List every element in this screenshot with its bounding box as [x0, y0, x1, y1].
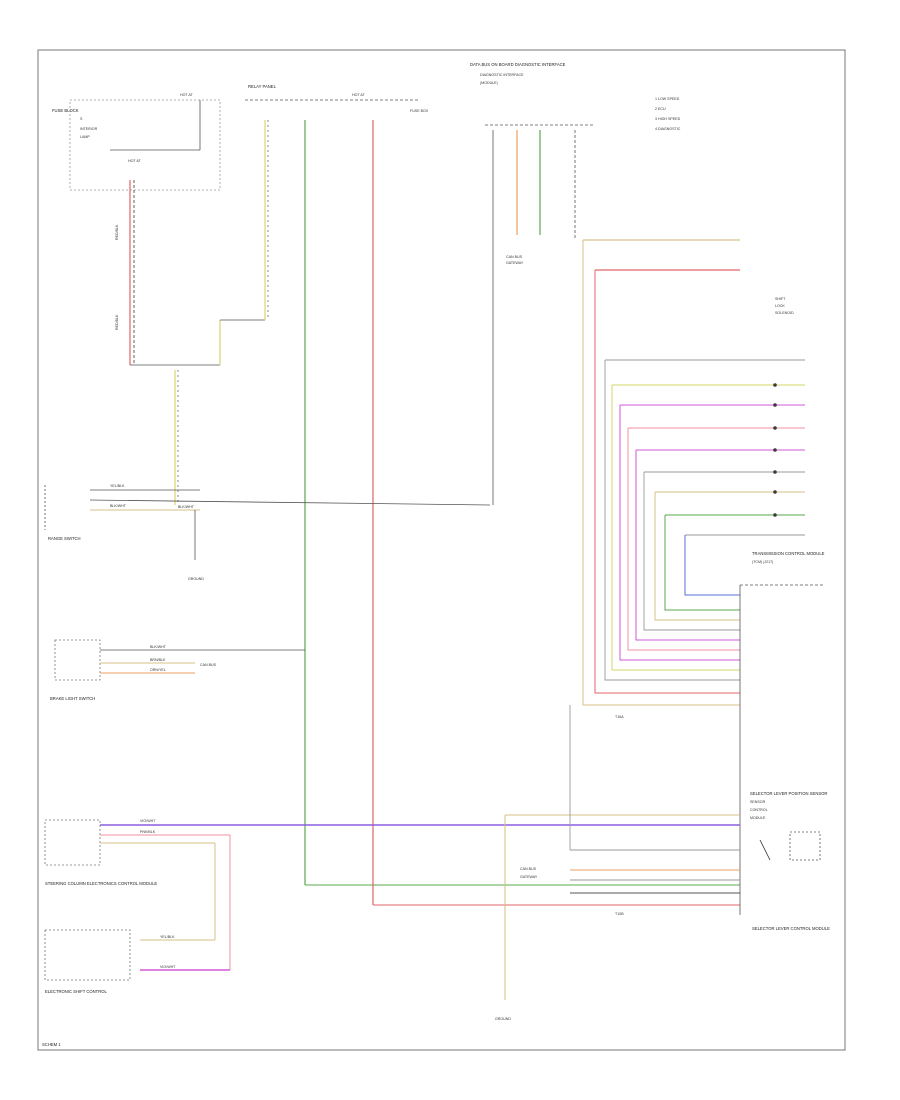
svg-text:VIO/WHT: VIO/WHT: [140, 819, 156, 823]
svg-text:INTERIOR: INTERIOR: [80, 127, 98, 131]
steering-column-label: STEERING COLUMN ELECTRONICS CONTROL MODU…: [45, 881, 157, 886]
legend-4: 4 DIAGNOSTIC: [655, 127, 681, 131]
svg-text:ORN/YEL: ORN/YEL: [150, 668, 166, 672]
relay-panel: RELAY PANEL HOT AT HOT AT FUSE BOX: [180, 84, 429, 113]
right-bundle: SHIFT LOCK SOLENOID: [582, 239, 805, 706]
page-footer: SCHEM 1: [42, 1042, 61, 1047]
selector-label: SELECTOR LEVER POSITION SENSOR: [750, 791, 827, 796]
range-switch-label: RANGE SWITCH: [48, 536, 81, 541]
diagram-frame: [37, 49, 846, 1051]
svg-text:YEL/BLK: YEL/BLK: [110, 484, 125, 488]
legend-3: 3 HIGH SPEED: [655, 117, 681, 121]
fuse-block-label: FUSE BLOCK: [52, 108, 79, 113]
tcm-label: TRANSMISSION CONTROL MODULE: [752, 551, 825, 556]
electronic-shift-label: ELECTRONIC SHIFT CONTROL: [45, 989, 107, 994]
svg-text:GATEWAY: GATEWAY: [506, 261, 524, 265]
selector-lever-sensor: SELECTOR LEVER POSITION SENSOR SENSOR CO…: [750, 791, 830, 931]
svg-text:T10B: T10B: [615, 912, 624, 916]
ground-2: GROUND: [495, 1017, 511, 1021]
svg-text:MODULE: MODULE: [750, 816, 766, 820]
svg-text:SHIFT: SHIFT: [775, 297, 786, 301]
tcm-module: TRANSMISSION CONTROL MODULE (TCM) (J217): [739, 551, 825, 915]
gateway-label: DATA BUS ON BOARD DIAGNOSTIC INTERFACE: [470, 62, 566, 67]
legend: 1 LOW SPEED 2 ECU 3 HIGH SPEED 4 DIAGNOS…: [655, 97, 681, 131]
svg-text:GATEWAY: GATEWAY: [520, 875, 538, 879]
svg-text:YEL/BLK: YEL/BLK: [160, 935, 175, 939]
svg-text:BLK/WHT: BLK/WHT: [110, 504, 127, 508]
svg-text:BLK/WHT: BLK/WHT: [150, 645, 167, 649]
fuse-block-left: FUSE BLOCK S INTERIOR LAMP HOT AT: [52, 99, 221, 191]
range-switch: YEL/BLK BLK/WHT BLK/WHT RANGE SWITCH GRO…: [44, 484, 491, 581]
svg-text:LOCK: LOCK: [775, 304, 785, 308]
svg-text:S: S: [80, 117, 83, 121]
svg-text:CAN BUS: CAN BUS: [200, 663, 217, 667]
steering-column-module: VIO/WHT PNK/BLK STEERING COLUMN ELECTRON…: [44, 819, 740, 970]
svg-text:FUSE BOX: FUSE BOX: [410, 109, 429, 113]
svg-text:PNK/BLK: PNK/BLK: [140, 830, 156, 834]
svg-text:(MODULE): (MODULE): [480, 81, 498, 85]
brake-switch-label: BRAKE LIGHT SWITCH: [50, 696, 95, 701]
selector-wires: CAN BUS GATEWAY GROUND T16A T10B: [495, 705, 740, 1021]
legend-2: 2 ECU: [655, 107, 666, 111]
right-connector-dots: [773, 383, 777, 517]
can-bus-label-1: CAN BUS: [520, 867, 537, 871]
svg-text:CONTROL: CONTROL: [750, 808, 768, 812]
svg-text:SOLENOID: SOLENOID: [775, 311, 794, 315]
ground-1: GROUND: [188, 577, 204, 581]
svg-text:LAMP: LAMP: [80, 135, 90, 139]
svg-text:HOT AT: HOT AT: [128, 159, 141, 163]
brake-switch: BLK/WHT BRN/BLK ORN/YEL CAN BUS BRAKE LI…: [50, 639, 305, 701]
electronic-shift: YEL/BLK VIO/WHT ELECTRONIC SHIFT CONTROL: [44, 929, 230, 994]
gateway-module: DATA BUS ON BOARD DIAGNOSTIC INTERFACE D…: [470, 62, 595, 126]
svg-text:BRN/BLK: BRN/BLK: [150, 658, 166, 662]
svg-text:VIO/WHT: VIO/WHT: [160, 965, 176, 969]
svg-text:T16A: T16A: [615, 715, 624, 719]
svg-text:RED/BLK: RED/BLK: [115, 314, 119, 330]
svg-text:RED/BLK: RED/BLK: [115, 224, 119, 240]
svg-text:HOT AT: HOT AT: [180, 93, 193, 97]
selector-module-label: SELECTOR LEVER CONTROL MODULE: [752, 926, 830, 931]
svg-text:BLK/WHT: BLK/WHT: [178, 505, 195, 509]
legend-1: 1 LOW SPEED: [655, 97, 680, 101]
svg-text:(TCM) (J217): (TCM) (J217): [752, 560, 773, 564]
svg-text:DIAGNOSTIC INTERFACE: DIAGNOSTIC INTERFACE: [480, 73, 524, 77]
relay-panel-label: RELAY PANEL: [248, 84, 277, 89]
svg-text:HOT AT: HOT AT: [352, 93, 365, 97]
svg-text:CAN BUS: CAN BUS: [506, 255, 523, 259]
svg-text:SENSOR: SENSOR: [750, 800, 766, 804]
